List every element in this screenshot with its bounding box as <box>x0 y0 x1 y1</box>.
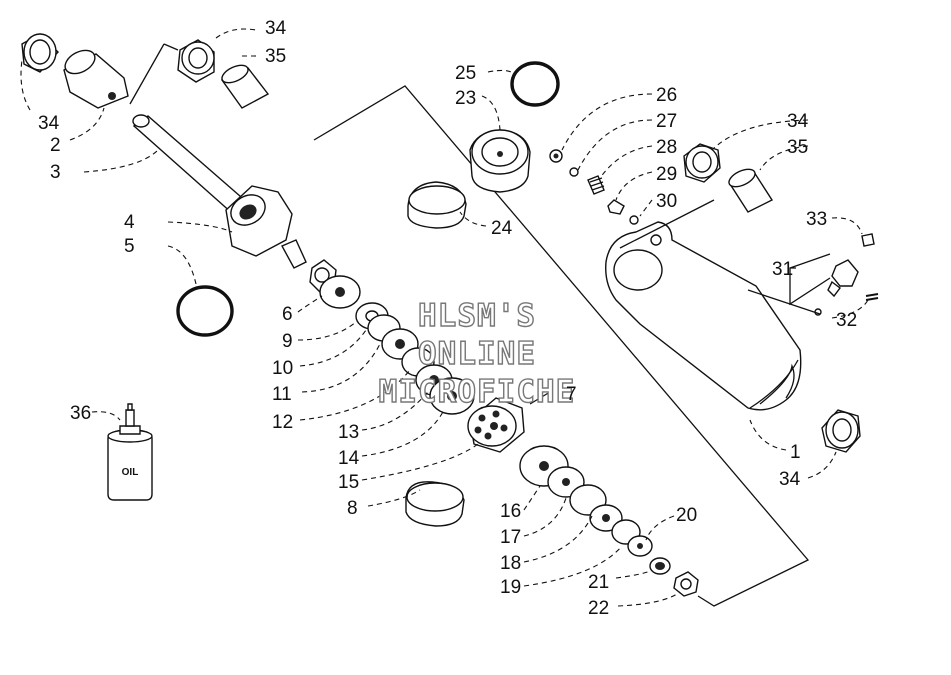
watermark-line-3: MICROFICHE <box>379 374 576 410</box>
label-31: 31 <box>772 259 793 280</box>
label-32: 32 <box>836 310 857 331</box>
bushing-34-right <box>683 143 721 183</box>
label-10: 10 <box>272 358 293 379</box>
watermark-line-1: HLSM'S <box>418 298 536 334</box>
clevis-2 <box>63 49 129 109</box>
label-18: 18 <box>500 553 521 574</box>
label-19: 19 <box>500 577 521 598</box>
spacer-21 <box>649 557 671 575</box>
label-11: 11 <box>272 384 292 405</box>
shim-stack <box>355 302 475 415</box>
label-36: 36 <box>70 403 91 424</box>
valve-31 <box>814 233 879 316</box>
watermark-line-2: ONLINE <box>418 336 536 372</box>
label-35: 35 <box>265 46 286 67</box>
piston-7 <box>467 397 525 453</box>
bushing-34-top-left <box>21 33 59 73</box>
o-ring-5 <box>176 285 234 337</box>
label-13: 13 <box>338 422 359 443</box>
label-17: 17 <box>500 527 521 548</box>
label-34: 34 <box>265 18 287 39</box>
washer-19 <box>611 519 653 557</box>
washer-18 <box>569 484 623 532</box>
nut-22 <box>673 571 699 597</box>
sleeve-35-right <box>728 168 774 213</box>
bushing-34-top <box>177 39 215 83</box>
ring-24 <box>407 181 467 229</box>
piston-cap-23 <box>469 129 531 193</box>
label-26: 26 <box>656 85 677 106</box>
sleeve-35-top <box>220 64 270 109</box>
label-1: 1 <box>790 442 801 463</box>
label-6: 6 <box>282 304 293 325</box>
label-34: 34 <box>38 113 60 134</box>
label-2: 2 <box>50 135 61 156</box>
label-28: 28 <box>656 137 677 158</box>
shock-body-1 <box>605 221 802 411</box>
watermark: HLSM'S ONLINE MICROFICHE <box>378 297 576 410</box>
bushing-34-bottom <box>821 409 861 453</box>
label-3: 3 <box>50 162 61 183</box>
shaft-seal-4 <box>225 185 307 269</box>
label-5: 5 <box>124 236 135 257</box>
label-4: 4 <box>124 212 135 233</box>
washer-9 <box>319 275 361 309</box>
label-20: 20 <box>676 505 697 526</box>
label-34: 34 <box>779 469 801 490</box>
label-27: 27 <box>656 111 677 132</box>
label-35: 35 <box>787 137 808 158</box>
oil-label: OIL <box>122 467 139 478</box>
label-22: 22 <box>588 598 609 619</box>
label-33: 33 <box>806 209 827 230</box>
label-7: 7 <box>566 384 577 405</box>
label-34: 34 <box>787 111 809 132</box>
label-23: 23 <box>455 88 476 109</box>
o-ring-25 <box>510 61 560 107</box>
label-16: 16 <box>500 501 521 522</box>
label-9: 9 <box>282 331 293 352</box>
label-12: 12 <box>272 412 293 433</box>
callout-labels: 34 35 34 2 3 4 5 6 9 10 11 12 13 14 15 8… <box>38 18 857 619</box>
label-21: 21 <box>588 572 609 593</box>
piston-ring-8 <box>405 481 465 527</box>
label-29: 29 <box>656 164 677 185</box>
label-30: 30 <box>656 191 677 212</box>
label-15: 15 <box>338 472 359 493</box>
label-8: 8 <box>347 498 358 519</box>
label-24: 24 <box>491 218 513 239</box>
label-14: 14 <box>338 448 360 469</box>
label-25: 25 <box>455 63 476 84</box>
oil-bottle-36: OIL <box>107 403 153 501</box>
valve-parts-26-30 <box>549 149 639 225</box>
